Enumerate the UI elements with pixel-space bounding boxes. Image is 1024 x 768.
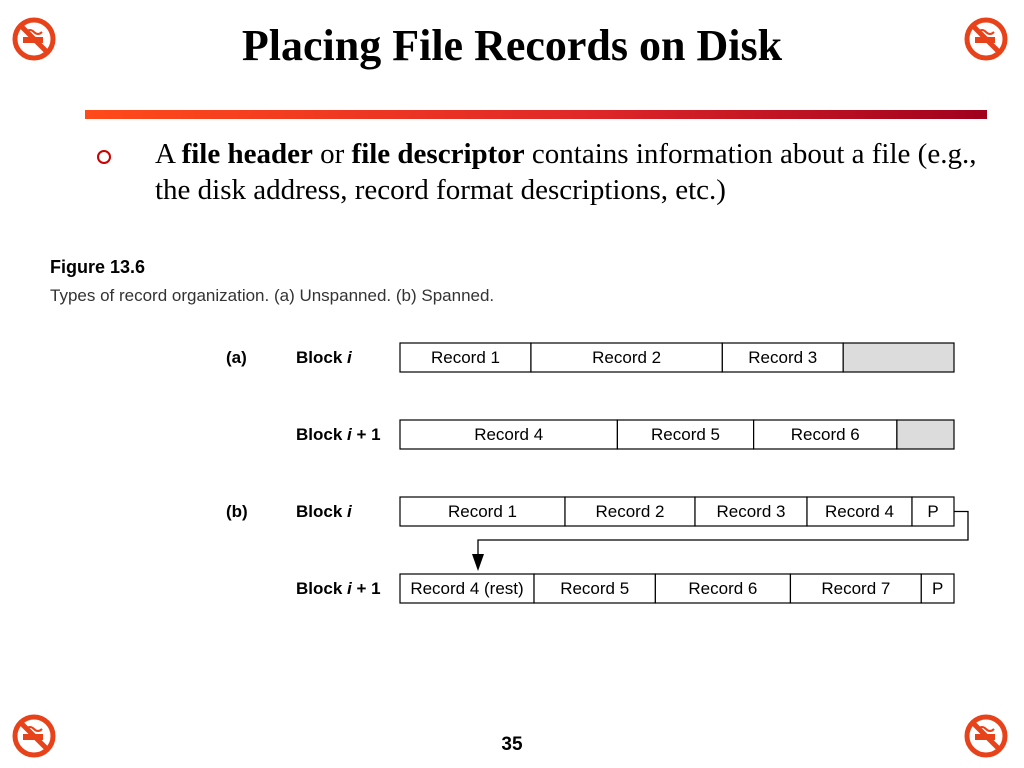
block-label: Block i [296, 502, 353, 521]
block-label-suffix: + 1 [352, 579, 381, 598]
block-label-prefix: Block [296, 348, 347, 367]
term-file-descriptor: file descriptor [351, 138, 525, 170]
block-label: Block i [296, 348, 353, 367]
record-cell [911, 496, 955, 527]
record-cell [753, 419, 898, 450]
record-label: Record 5 [651, 425, 720, 444]
term-file-header: file header [181, 138, 313, 170]
logo-slash [971, 721, 1001, 751]
block-label-var: i [347, 425, 353, 444]
block-label-var: i [347, 348, 353, 367]
record-label: Record 3 [748, 348, 817, 367]
logo-slash [19, 24, 49, 54]
record-cell [616, 419, 755, 450]
block-label-prefix: Block [296, 579, 347, 598]
record-label: Record 4 [825, 502, 894, 521]
logo-slash [19, 721, 49, 751]
unused-space-cell [842, 342, 955, 373]
unused-space-cell [896, 419, 955, 450]
no-smoking-icon [964, 17, 1008, 61]
page-number: 35 [501, 734, 523, 755]
arrow-head [472, 554, 484, 571]
bullet-text: A file header or file descriptor contain… [155, 136, 985, 208]
block-label-prefix: Block [296, 425, 347, 444]
block-label-suffix: + 1 [352, 425, 381, 444]
block-label-var: i [347, 579, 353, 598]
group-label: (a) [226, 348, 247, 367]
block-label-var: i [347, 502, 353, 521]
bullet-or: or [312, 138, 352, 170]
record-label: Record 6 [688, 579, 757, 598]
record-label: Record 4 [474, 425, 543, 444]
no-smoking-icon [12, 17, 56, 61]
record-cell [654, 573, 792, 604]
no-smoking-icon [964, 714, 1008, 758]
record-label: Record 2 [592, 348, 661, 367]
record-label: Record 1 [448, 502, 517, 521]
record-cell [564, 496, 696, 527]
record-label: P [927, 502, 938, 521]
block-pointer-arrow [477, 510, 969, 557]
bullet-circle-icon [97, 150, 111, 164]
figure-title: Figure 13.6 [50, 257, 146, 277]
block-label: Block i + 1 [296, 579, 381, 598]
record-label: Record 6 [791, 425, 860, 444]
record-label: Record 4 (rest) [410, 579, 523, 598]
title-divider [85, 110, 987, 119]
record-cell [399, 573, 535, 604]
group-label: (b) [226, 502, 248, 521]
record-cell [399, 496, 566, 527]
block-label: Block i + 1 [296, 425, 381, 444]
record-label: Record 3 [717, 502, 786, 521]
record-cell [920, 573, 955, 604]
bullet-prefix: A [155, 138, 182, 170]
record-cell [694, 496, 808, 527]
logo-slash [971, 24, 1001, 54]
slide-title: Placing File Records on Disk [241, 21, 783, 70]
record-label: P [932, 579, 943, 598]
record-label: Record 7 [821, 579, 890, 598]
record-cell [530, 342, 723, 373]
record-label: Record 5 [560, 579, 629, 598]
record-cell [399, 419, 618, 450]
block-label-prefix: Block [296, 502, 347, 521]
record-label: Record 1 [431, 348, 500, 367]
record-label: Record 2 [596, 502, 665, 521]
figure-caption: Types of record organization. (a) Unspan… [50, 286, 495, 305]
no-smoking-icon [12, 714, 56, 758]
record-cell [533, 573, 656, 604]
bullet-rest: contains information about a file (e.g.,… [155, 138, 977, 206]
